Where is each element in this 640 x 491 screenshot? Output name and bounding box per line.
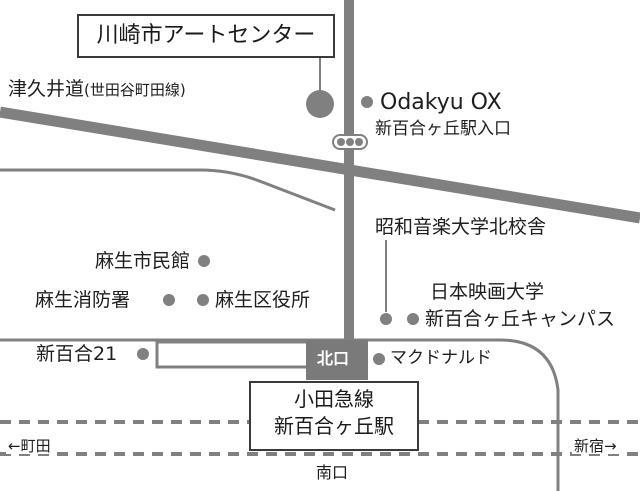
traffic-signal-light — [355, 138, 363, 146]
shinyuri21-block — [155, 340, 310, 369]
shinyuri-entrance-label: 新百合ヶ丘駅入口 — [375, 119, 511, 139]
mcdonalds-pin — [373, 353, 385, 365]
film-school-label-line1: 日本映画大学 — [430, 281, 545, 303]
asao-ward-label: 麻生区役所 — [215, 289, 311, 311]
venue-name: 川崎市アートセンター — [96, 23, 316, 48]
asao-hall-label: 麻生市民館 — [95, 250, 191, 272]
tsukui-road-name: 津久井道 — [8, 78, 85, 100]
showa-music-label: 昭和音楽大学北校舎 — [375, 216, 547, 238]
film-school-label-line2: 新百合ヶ丘キャンパス — [425, 308, 616, 330]
asao-fire-pin — [163, 294, 175, 306]
venue-name-box: 川崎市アートセンター — [77, 14, 335, 58]
shinyuri21-label: 新百合21 — [36, 343, 118, 365]
to-shinjuku-label: 新宿→ — [572, 437, 619, 455]
venue-marker — [306, 90, 334, 118]
film-school-pin — [407, 313, 419, 325]
station-line-name: 小田急線 — [294, 387, 374, 411]
asao-ward-pin — [197, 294, 209, 306]
side-road — [0, 168, 336, 212]
tsukui-road-subname: (世田谷町田線) — [84, 81, 186, 99]
shinyuri21-pin — [137, 348, 149, 360]
station-name-box: 小田急線 新百合ヶ丘駅 — [249, 381, 419, 451]
tsukui-road — [0, 106, 640, 224]
station-front-road — [0, 338, 560, 491]
station-name: 新百合ヶ丘駅 — [274, 414, 394, 438]
tsukui-road-label: 津久井道(世田谷町田線) — [8, 80, 186, 99]
asao-hall-pin — [198, 255, 210, 267]
south-exit-label: 南口 — [316, 463, 349, 482]
traffic-signal-light — [337, 138, 345, 146]
asao-fire-label: 麻生消防署 — [35, 289, 131, 311]
odakyu-ox-pin — [361, 96, 373, 108]
north-exit-block — [306, 340, 368, 380]
traffic-signal-light — [346, 138, 354, 146]
mcdonalds-label: マクドナルド — [390, 348, 492, 368]
to-machida-label: ←町田 — [6, 437, 53, 455]
odakyu-ox-label: Odakyu OX — [380, 90, 502, 115]
north-exit-label: 北口 — [317, 349, 350, 368]
showa-music-pin — [380, 313, 392, 325]
